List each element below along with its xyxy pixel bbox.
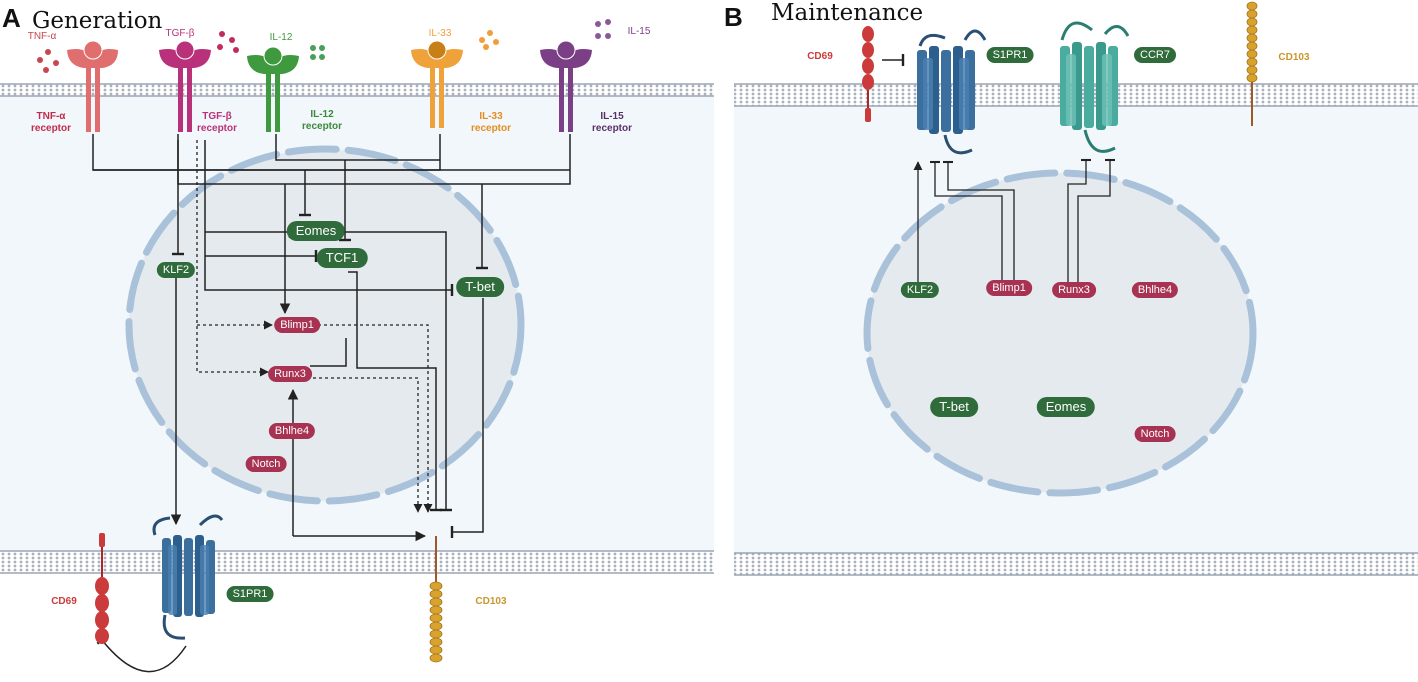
panel-b-title: Maintenance <box>771 0 924 26</box>
panel-a <box>0 19 714 673</box>
blimp1-node-b: Blimp1 <box>986 280 1032 296</box>
signaling-lines-b <box>913 158 1116 283</box>
cd103-label-b: CD103 <box>1278 52 1310 63</box>
tbet-node-b: T-bet <box>930 397 978 417</box>
cd103-label-a: CD103 <box>475 596 507 607</box>
cd103-marker-a <box>429 536 443 663</box>
eomes-node-a: Eomes <box>286 221 346 241</box>
notch-node-b: Notch <box>1134 426 1176 442</box>
tgfb-ligand-label: TGF-β <box>165 28 195 39</box>
panel-a-letter: A <box>2 3 21 33</box>
dotted-signaling-lines-a <box>196 140 433 513</box>
il12-ligand-dots <box>310 45 325 60</box>
tbet-node-a: T-bet <box>456 277 504 297</box>
tnfa-ligand-dots <box>37 49 59 73</box>
il12-ligand-label: IL-12 <box>269 32 293 43</box>
panel-b-letter: B <box>724 2 743 32</box>
il33-ligand-dots <box>479 30 499 50</box>
s1pr1-node-a: S1PR1 <box>226 586 274 602</box>
plasma-membrane-top-a <box>0 83 714 97</box>
bhlhe4-node-a: Bhlhe4 <box>268 423 316 439</box>
panel-a-title: Generation <box>32 8 163 34</box>
il15-ligand-dots <box>595 19 611 39</box>
s1pr1-node-b: S1PR1 <box>986 47 1034 63</box>
klf2-node-b: KLF2 <box>900 282 940 298</box>
tgfb-receptor <box>159 40 211 132</box>
blimp1-node-a: Blimp1 <box>274 317 320 333</box>
cd103-marker-b <box>1246 1 1258 126</box>
nuclear-envelope-a <box>125 145 525 505</box>
tnfa-receptor <box>67 40 118 132</box>
tcf1-node-a: TCF1 <box>316 248 368 268</box>
bhlhe4-node-b: Bhlhe4 <box>1131 282 1179 298</box>
tgfb-ligand-dots <box>217 31 239 53</box>
il33-ligand-label: IL-33 <box>428 28 452 39</box>
il12-receptor <box>247 46 299 132</box>
il15-receptor <box>540 40 592 132</box>
il33-receptor <box>411 40 463 128</box>
nuclear-envelope-b <box>863 169 1257 497</box>
cd69-marker-a <box>95 533 109 644</box>
il15-ligand-label: IL-15 <box>627 26 651 37</box>
tnfa-ligand-label: TNF-α <box>27 31 57 42</box>
runx3-node-b: Runx3 <box>1052 282 1096 298</box>
cd69-label-a: CD69 <box>51 596 77 607</box>
cd69-marker-b <box>862 26 874 122</box>
ccr7-node-b: CCR7 <box>1134 47 1176 63</box>
ccr7-receptor-b <box>1060 21 1130 153</box>
eomes-node-b: Eomes <box>1036 397 1096 417</box>
plasma-membrane-bottom-b <box>734 552 1418 576</box>
runx3-node-a: Runx3 <box>268 366 312 382</box>
cd69-label-b: CD69 <box>807 51 833 62</box>
notch-node-a: Notch <box>245 456 287 472</box>
plasma-membrane-bottom-a <box>0 550 714 574</box>
s1pr1-receptor-a <box>152 514 224 640</box>
signaling-lines-a <box>92 134 571 673</box>
klf2-node-a: KLF2 <box>156 262 196 278</box>
s1pr1-receptor-b <box>917 29 987 155</box>
